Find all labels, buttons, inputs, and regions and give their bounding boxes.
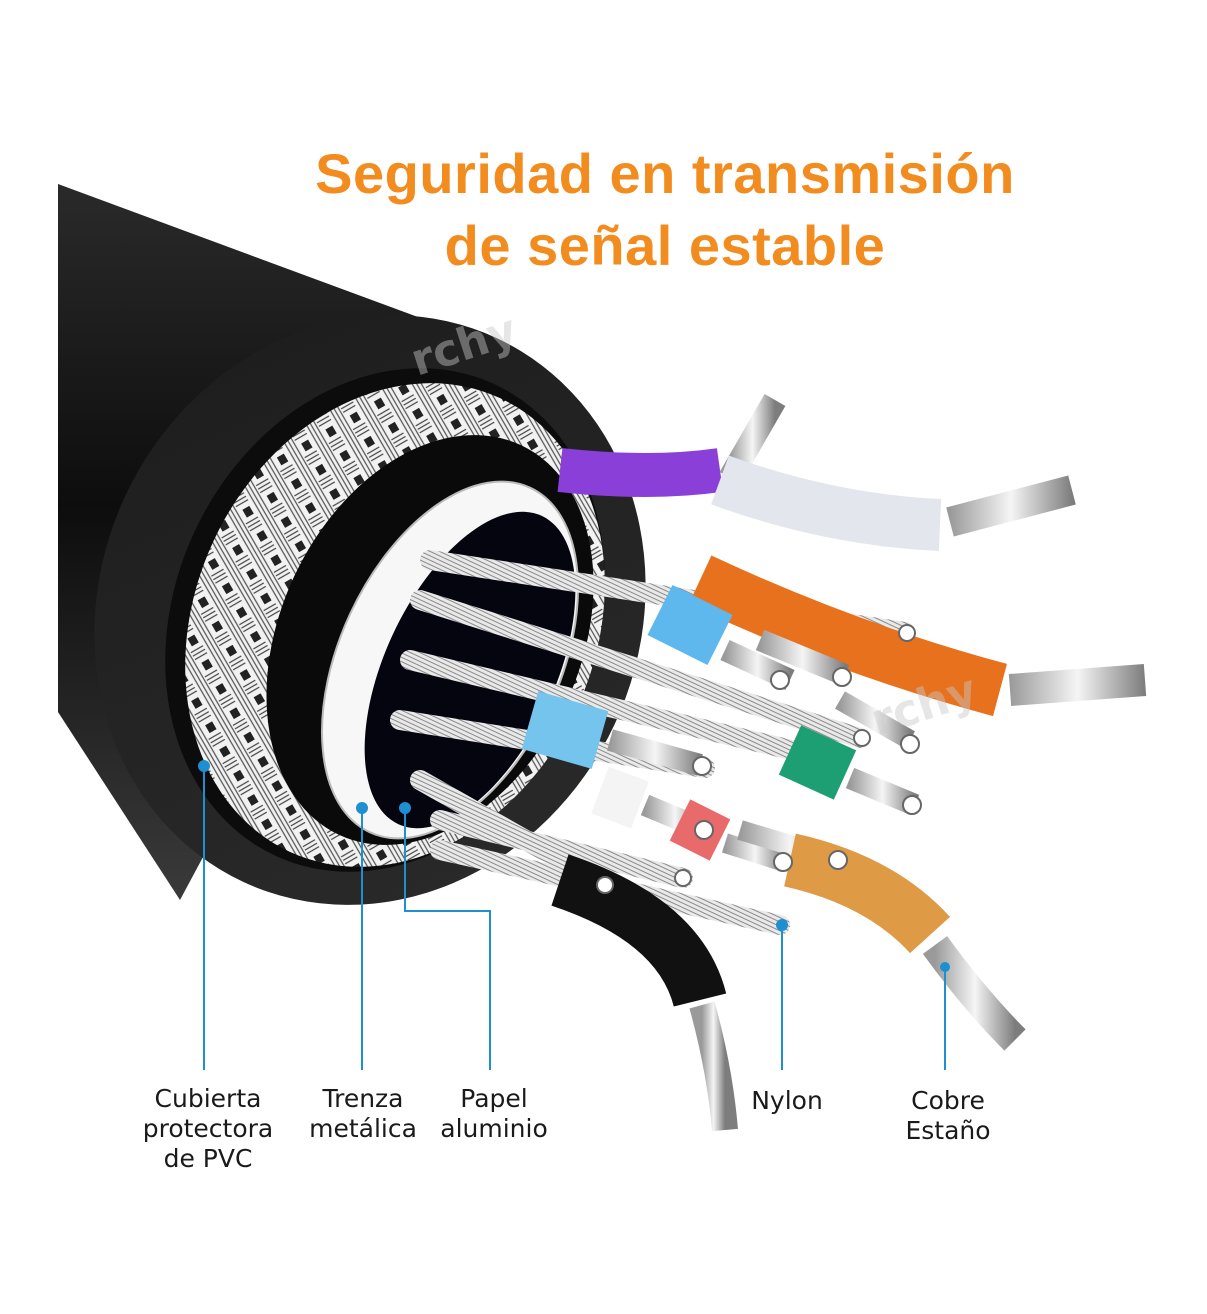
label-nylon: Nylon xyxy=(751,1086,823,1115)
callout-leaders xyxy=(198,760,950,1070)
strand-ends xyxy=(596,624,922,894)
headline: Seguridad en transmisión de señal establ… xyxy=(0,138,1207,282)
headline-line-1: Seguridad en transmisión xyxy=(315,142,1015,205)
leader-pvc xyxy=(198,760,210,1070)
leader-nylon xyxy=(776,919,788,1070)
label-tinned-copper: Cobre Estaño xyxy=(905,1086,991,1145)
label-metal-braid: Trenza metálica xyxy=(309,1084,417,1143)
leader-foil xyxy=(399,802,491,1070)
insulated-wires xyxy=(521,394,1147,1132)
label-aluminium-foil: Papel aluminio xyxy=(440,1084,548,1143)
leader-braid xyxy=(356,802,368,1070)
headline-line-2: de señal estable xyxy=(444,214,886,277)
leader-copper xyxy=(940,962,950,1070)
bare-strands xyxy=(390,550,915,935)
label-pvc-jacket: Cubierta protectora de PVC xyxy=(142,1084,274,1173)
